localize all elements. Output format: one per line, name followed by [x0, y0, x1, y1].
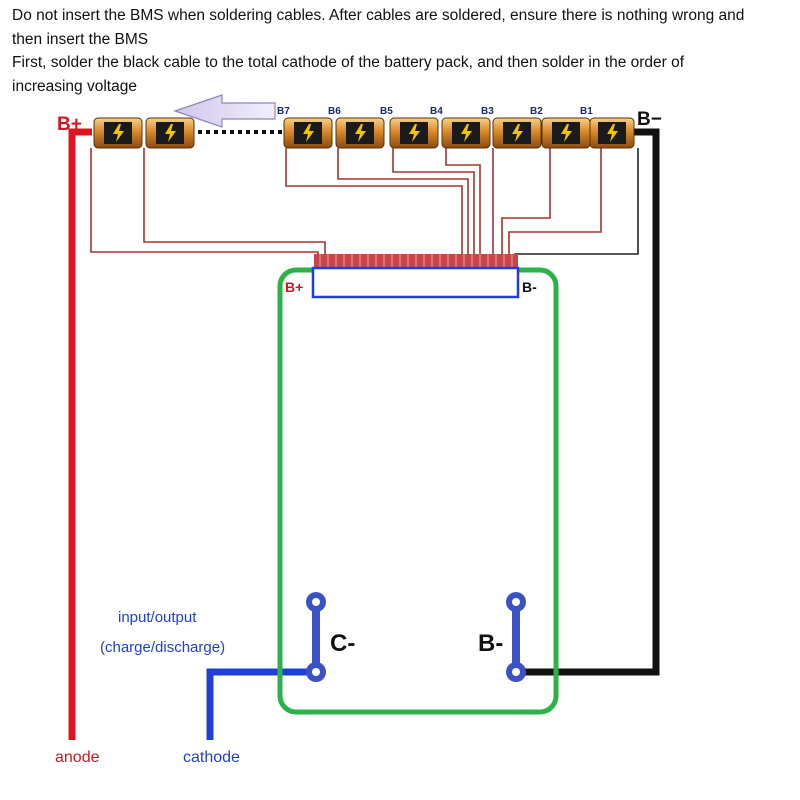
pack-positive-label: B+ — [57, 114, 82, 135]
balance-wire-2 — [143, 148, 326, 262]
cell-label-b5: B5 — [380, 106, 393, 117]
instruction-line-1: Do not insert the BMS when soldering cab… — [12, 7, 745, 24]
balance-wire-bplus — [90, 148, 319, 262]
balance-wire-b1 — [508, 148, 602, 262]
balance-wire-b4 — [445, 148, 481, 262]
pack-negative-label: B− — [637, 109, 662, 130]
pad-b-minus-label: B- — [478, 630, 503, 657]
balance-wire-b5 — [392, 148, 475, 262]
main-negative-wire — [516, 128, 660, 676]
connector-positive-label: B+ — [285, 279, 303, 295]
cell-label-b1: B1 — [580, 106, 593, 117]
cell-b7 — [283, 117, 333, 149]
balance-wires — [90, 148, 639, 262]
pad-c-minus — [306, 592, 326, 682]
cell-2 — [145, 117, 195, 149]
cell-b6 — [335, 117, 385, 149]
balance-connector-housing — [311, 266, 520, 299]
cell-b2 — [541, 117, 591, 149]
pad-c-minus-label: C- — [330, 630, 355, 657]
balance-wire-bminus — [514, 148, 639, 262]
cell-b3 — [492, 117, 542, 149]
instruction-line-3: First, solder the black cable to the tot… — [12, 54, 685, 71]
output-negative-wire — [206, 668, 316, 740]
instruction-text: Do not insert the BMS when soldering cab… — [12, 4, 792, 98]
cell-label-b4: B4 — [430, 106, 443, 117]
instruction-line-2: then insert the BMS — [12, 30, 149, 48]
balance-wire-b7 — [285, 148, 463, 262]
connector-pin-stripes — [319, 254, 513, 268]
cell-label-b2: B2 — [530, 106, 543, 117]
cell-label-b7: B7 — [277, 106, 290, 117]
pad-b-minus — [506, 592, 526, 682]
connector-negative-label: B- — [522, 279, 537, 295]
battery-cells — [93, 117, 635, 149]
balance-wire-b2 — [501, 148, 551, 262]
cell-b5 — [389, 117, 439, 149]
cell-label-b6: B6 — [328, 106, 341, 117]
anode-label: anode — [55, 749, 100, 766]
balance-wire-b6 — [337, 148, 469, 262]
cell-1 — [93, 117, 143, 149]
cathode-label: cathode — [183, 749, 240, 766]
io-label-line1: input/output — [118, 609, 197, 626]
direction-arrow — [173, 94, 276, 128]
cell-b1 — [589, 117, 635, 149]
instruction-line-4: increasing voltage — [12, 77, 137, 95]
cell-label-b3: B3 — [481, 106, 494, 117]
cell-b4 — [441, 117, 491, 149]
main-positive-wire — [68, 128, 92, 740]
io-label-line2: (charge/discharge) — [100, 639, 225, 656]
cell-labels: B7 B6 B5 B4 B3 B2 B1 — [277, 106, 593, 117]
